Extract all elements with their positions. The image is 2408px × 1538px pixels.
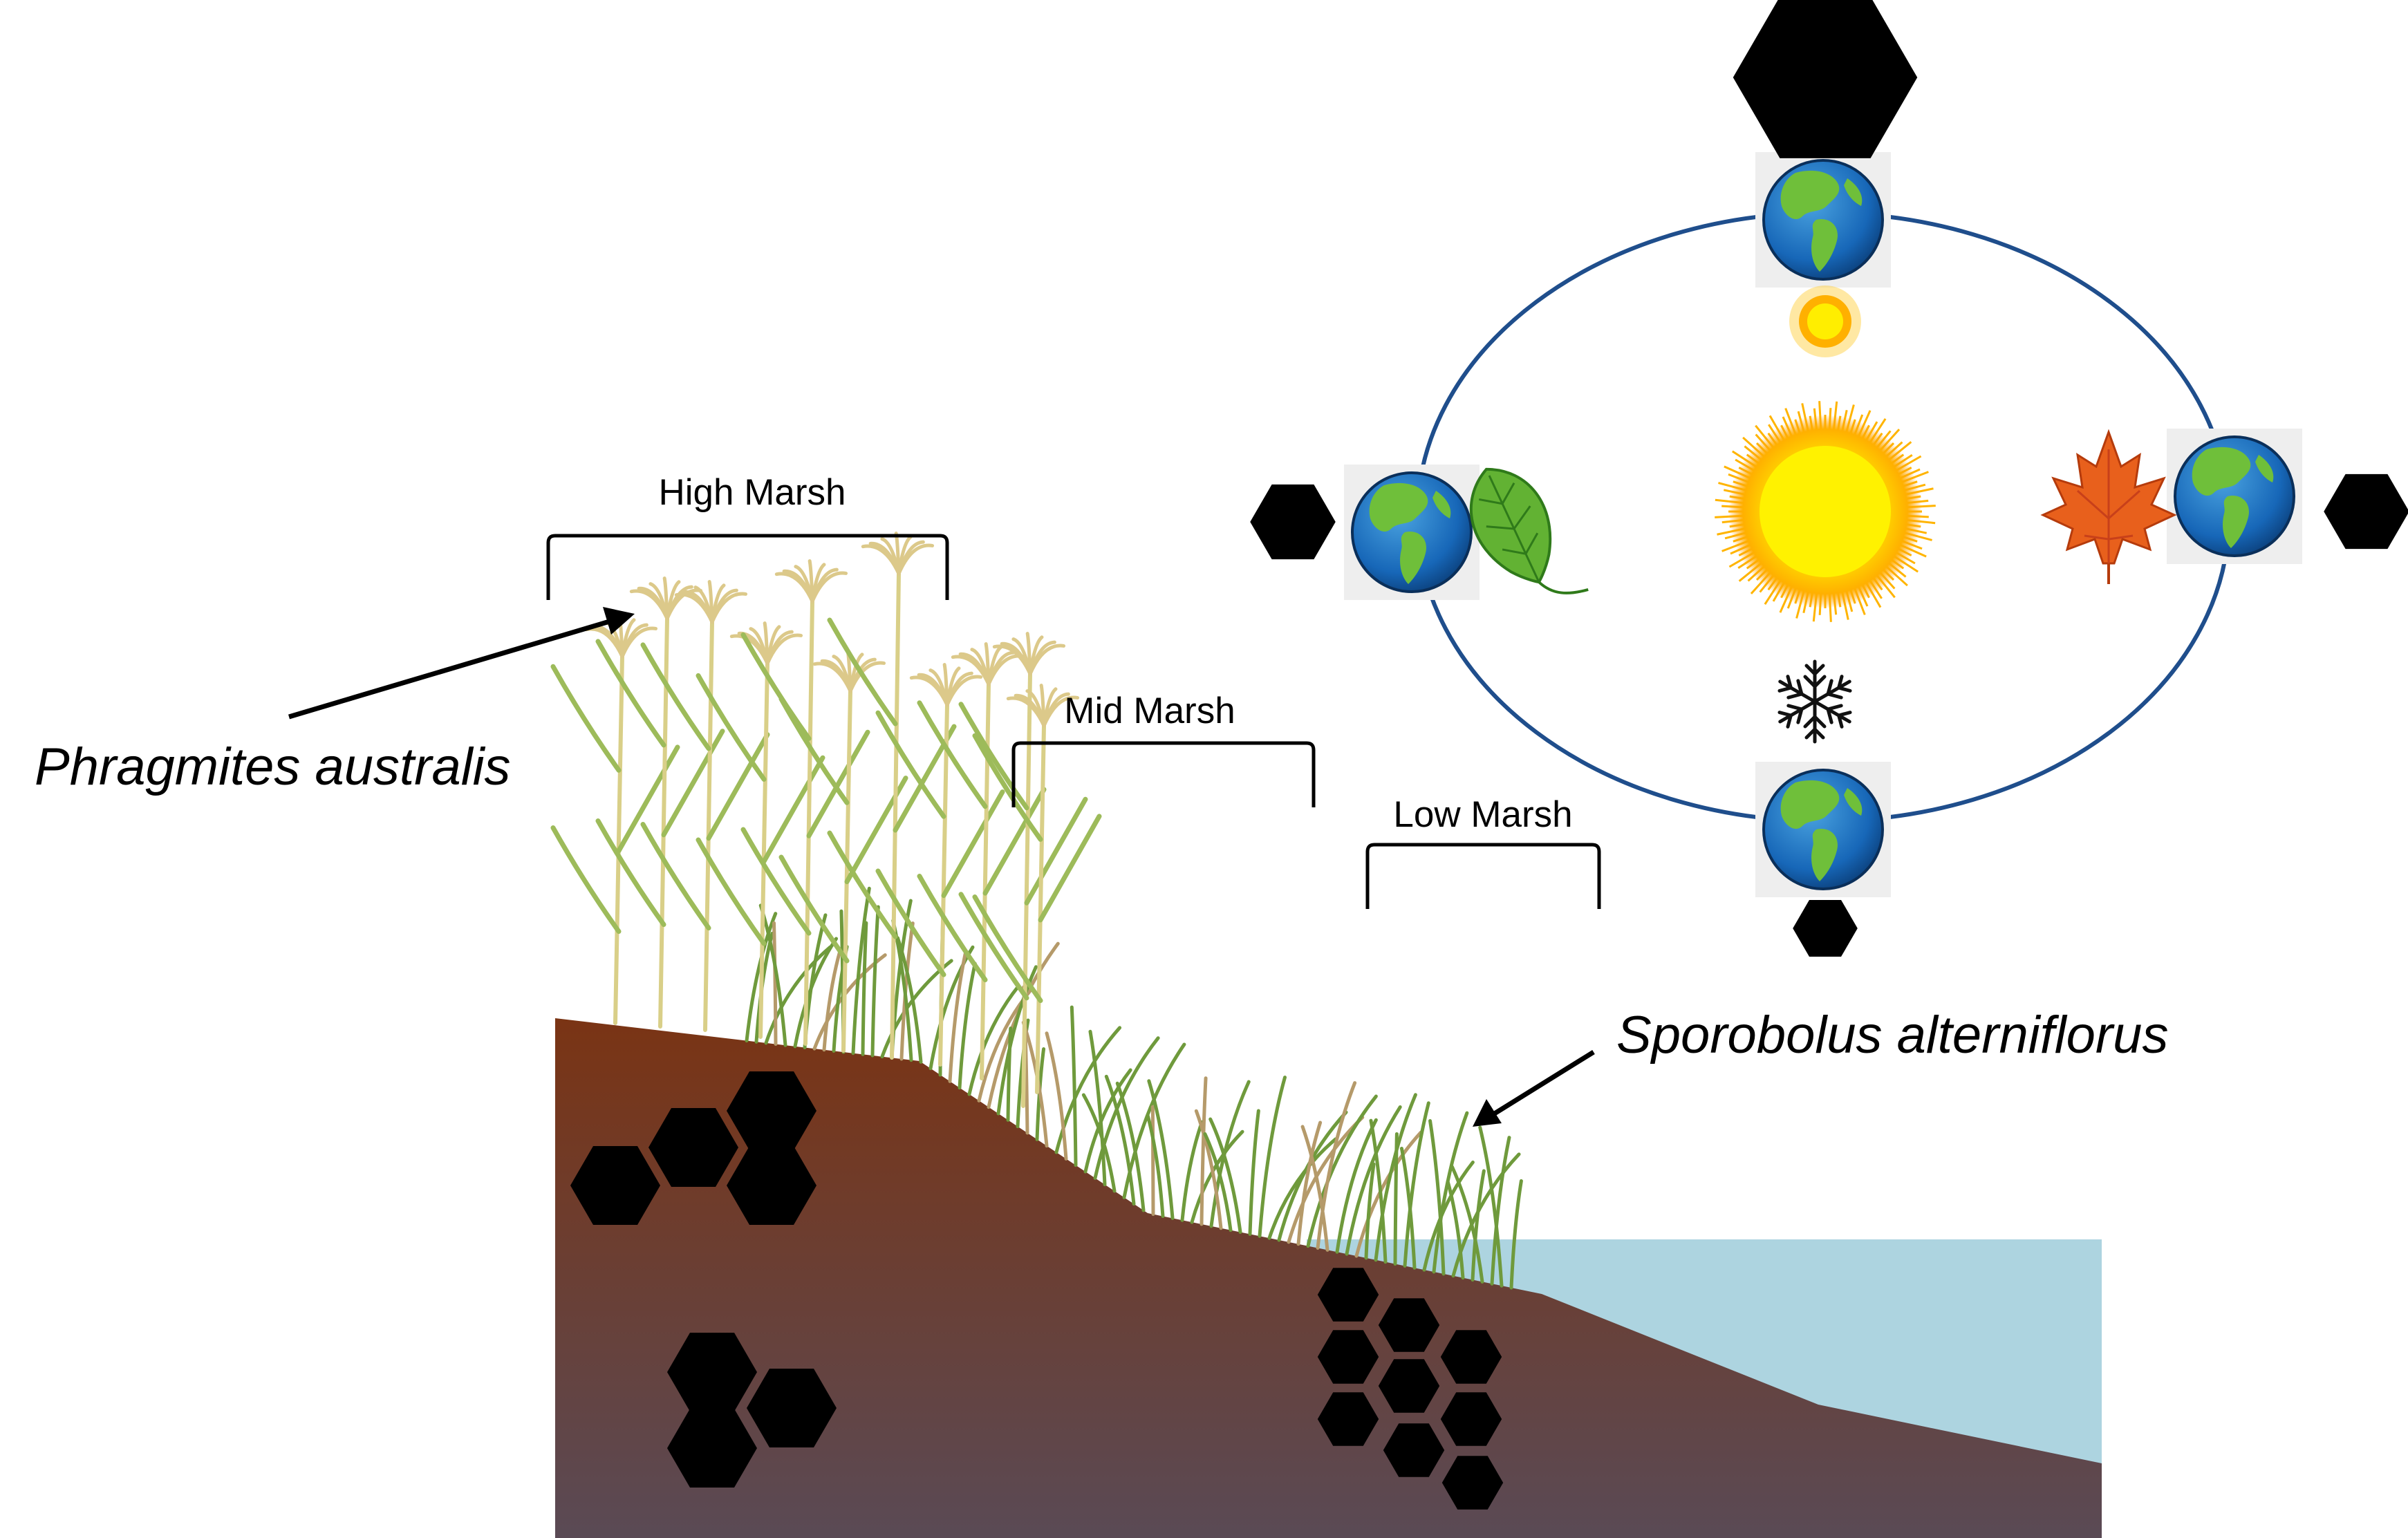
earth-icon [1755, 152, 1891, 288]
low-marsh-bracket [1368, 845, 1599, 909]
mid-marsh-bracket [1014, 743, 1314, 807]
high-marsh-label: High Marsh [659, 472, 846, 513]
phragmites-arrow [289, 607, 635, 717]
sporobolus-label: Sporobolus alterniflorus [1616, 1006, 2168, 1065]
hexagon-icon [1793, 900, 1858, 957]
maple-leaf-icon [2043, 432, 2174, 584]
snowflake-icon [1775, 662, 1854, 742]
earth-icon [1755, 762, 1891, 897]
mid-marsh-label: Mid Marsh [1064, 691, 1235, 731]
sun-icon [1715, 401, 1936, 622]
hexagon-icon [2324, 474, 2408, 549]
hexagon-icon [1733, 0, 1918, 158]
hexagon-icon [1250, 485, 1336, 559]
phragmites-label: Phragmites australis [35, 738, 511, 796]
sporobolus-arrow [1473, 1052, 1594, 1127]
earth-icon [2167, 429, 2302, 564]
low-marsh-label: Low Marsh [1393, 794, 1572, 835]
earth-icon [1344, 465, 1480, 600]
small-sun-icon [1789, 285, 1861, 357]
